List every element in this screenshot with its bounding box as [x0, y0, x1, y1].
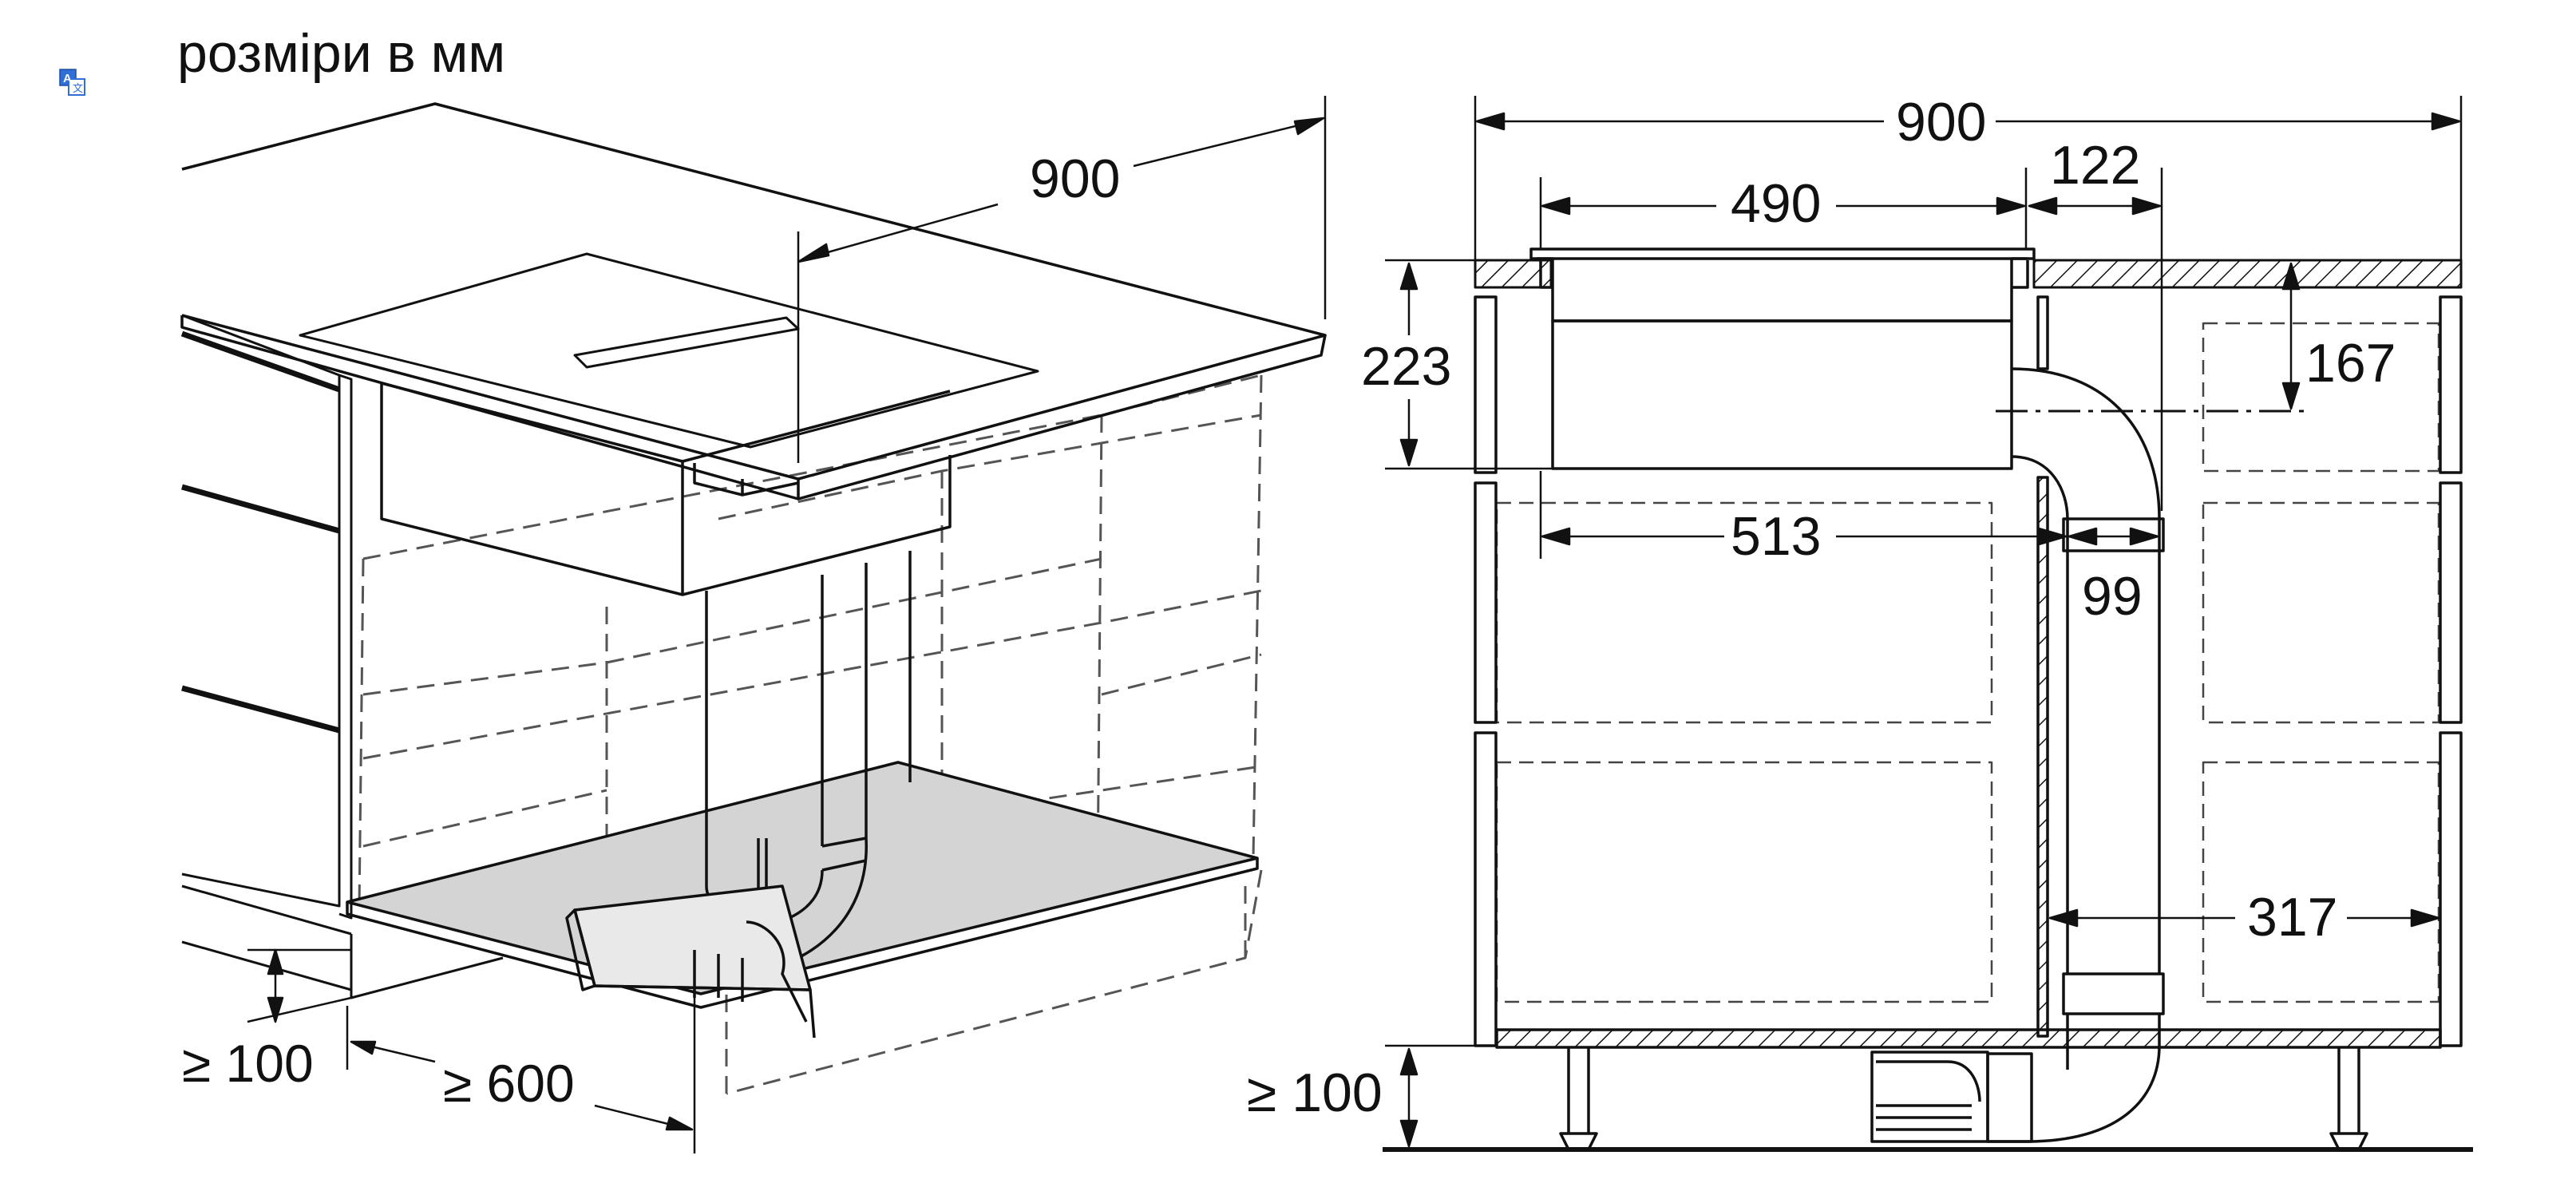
cabinet-fronts: [180, 314, 504, 999]
dim-cabinet-600: [350, 1040, 694, 1131]
section-panels: [1474, 295, 2463, 1049]
svg-text:文: 文: [73, 82, 83, 94]
dim-duct-center: 167: [2305, 333, 2396, 394]
dim-duct-diam: 99: [2082, 566, 2143, 627]
duct: [565, 551, 912, 1039]
section-floor: [1383, 1047, 2473, 1152]
page-title: розміри в мм: [177, 23, 506, 84]
dim-513: 513: [1731, 506, 1821, 567]
dim-total-width: 900: [1896, 92, 1986, 152]
hob-box: [380, 382, 952, 596]
translate-icon[interactable]: A 文: [59, 69, 86, 97]
dim-plinth-label-right: ≥ 100: [1247, 1062, 1383, 1123]
dim-317: 317: [2247, 887, 2337, 948]
section-dashed-cabinets: [1495, 322, 2440, 1003]
dim-cabinet-label: ≥ 600: [443, 1054, 575, 1113]
svg-text:A: A: [63, 72, 72, 85]
dim-plinth-left: [247, 948, 696, 1153]
section-worktop: [1474, 259, 2463, 289]
dim-depth-label: 900: [1030, 148, 1120, 209]
dim-plinth-label-left: ≥ 100: [182, 1034, 314, 1093]
worktop: [180, 102, 1327, 501]
dim-depth-900: [797, 96, 1327, 463]
section-dims: [1385, 96, 2463, 1148]
dim-height: 223: [1361, 336, 1451, 397]
dim-hob-module: 490: [1731, 173, 1821, 234]
perspective-view: 900 ≥ 100 ≥ 600: [180, 96, 1327, 1153]
dim-gap: 122: [2050, 135, 2140, 196]
section-hob: [1529, 247, 2036, 470]
section-duct: [1870, 367, 2165, 1143]
section-view: 900 490 122 223 167 513 99 317 ≥ 100: [1247, 92, 2473, 1152]
hob-glass: [299, 252, 1039, 449]
